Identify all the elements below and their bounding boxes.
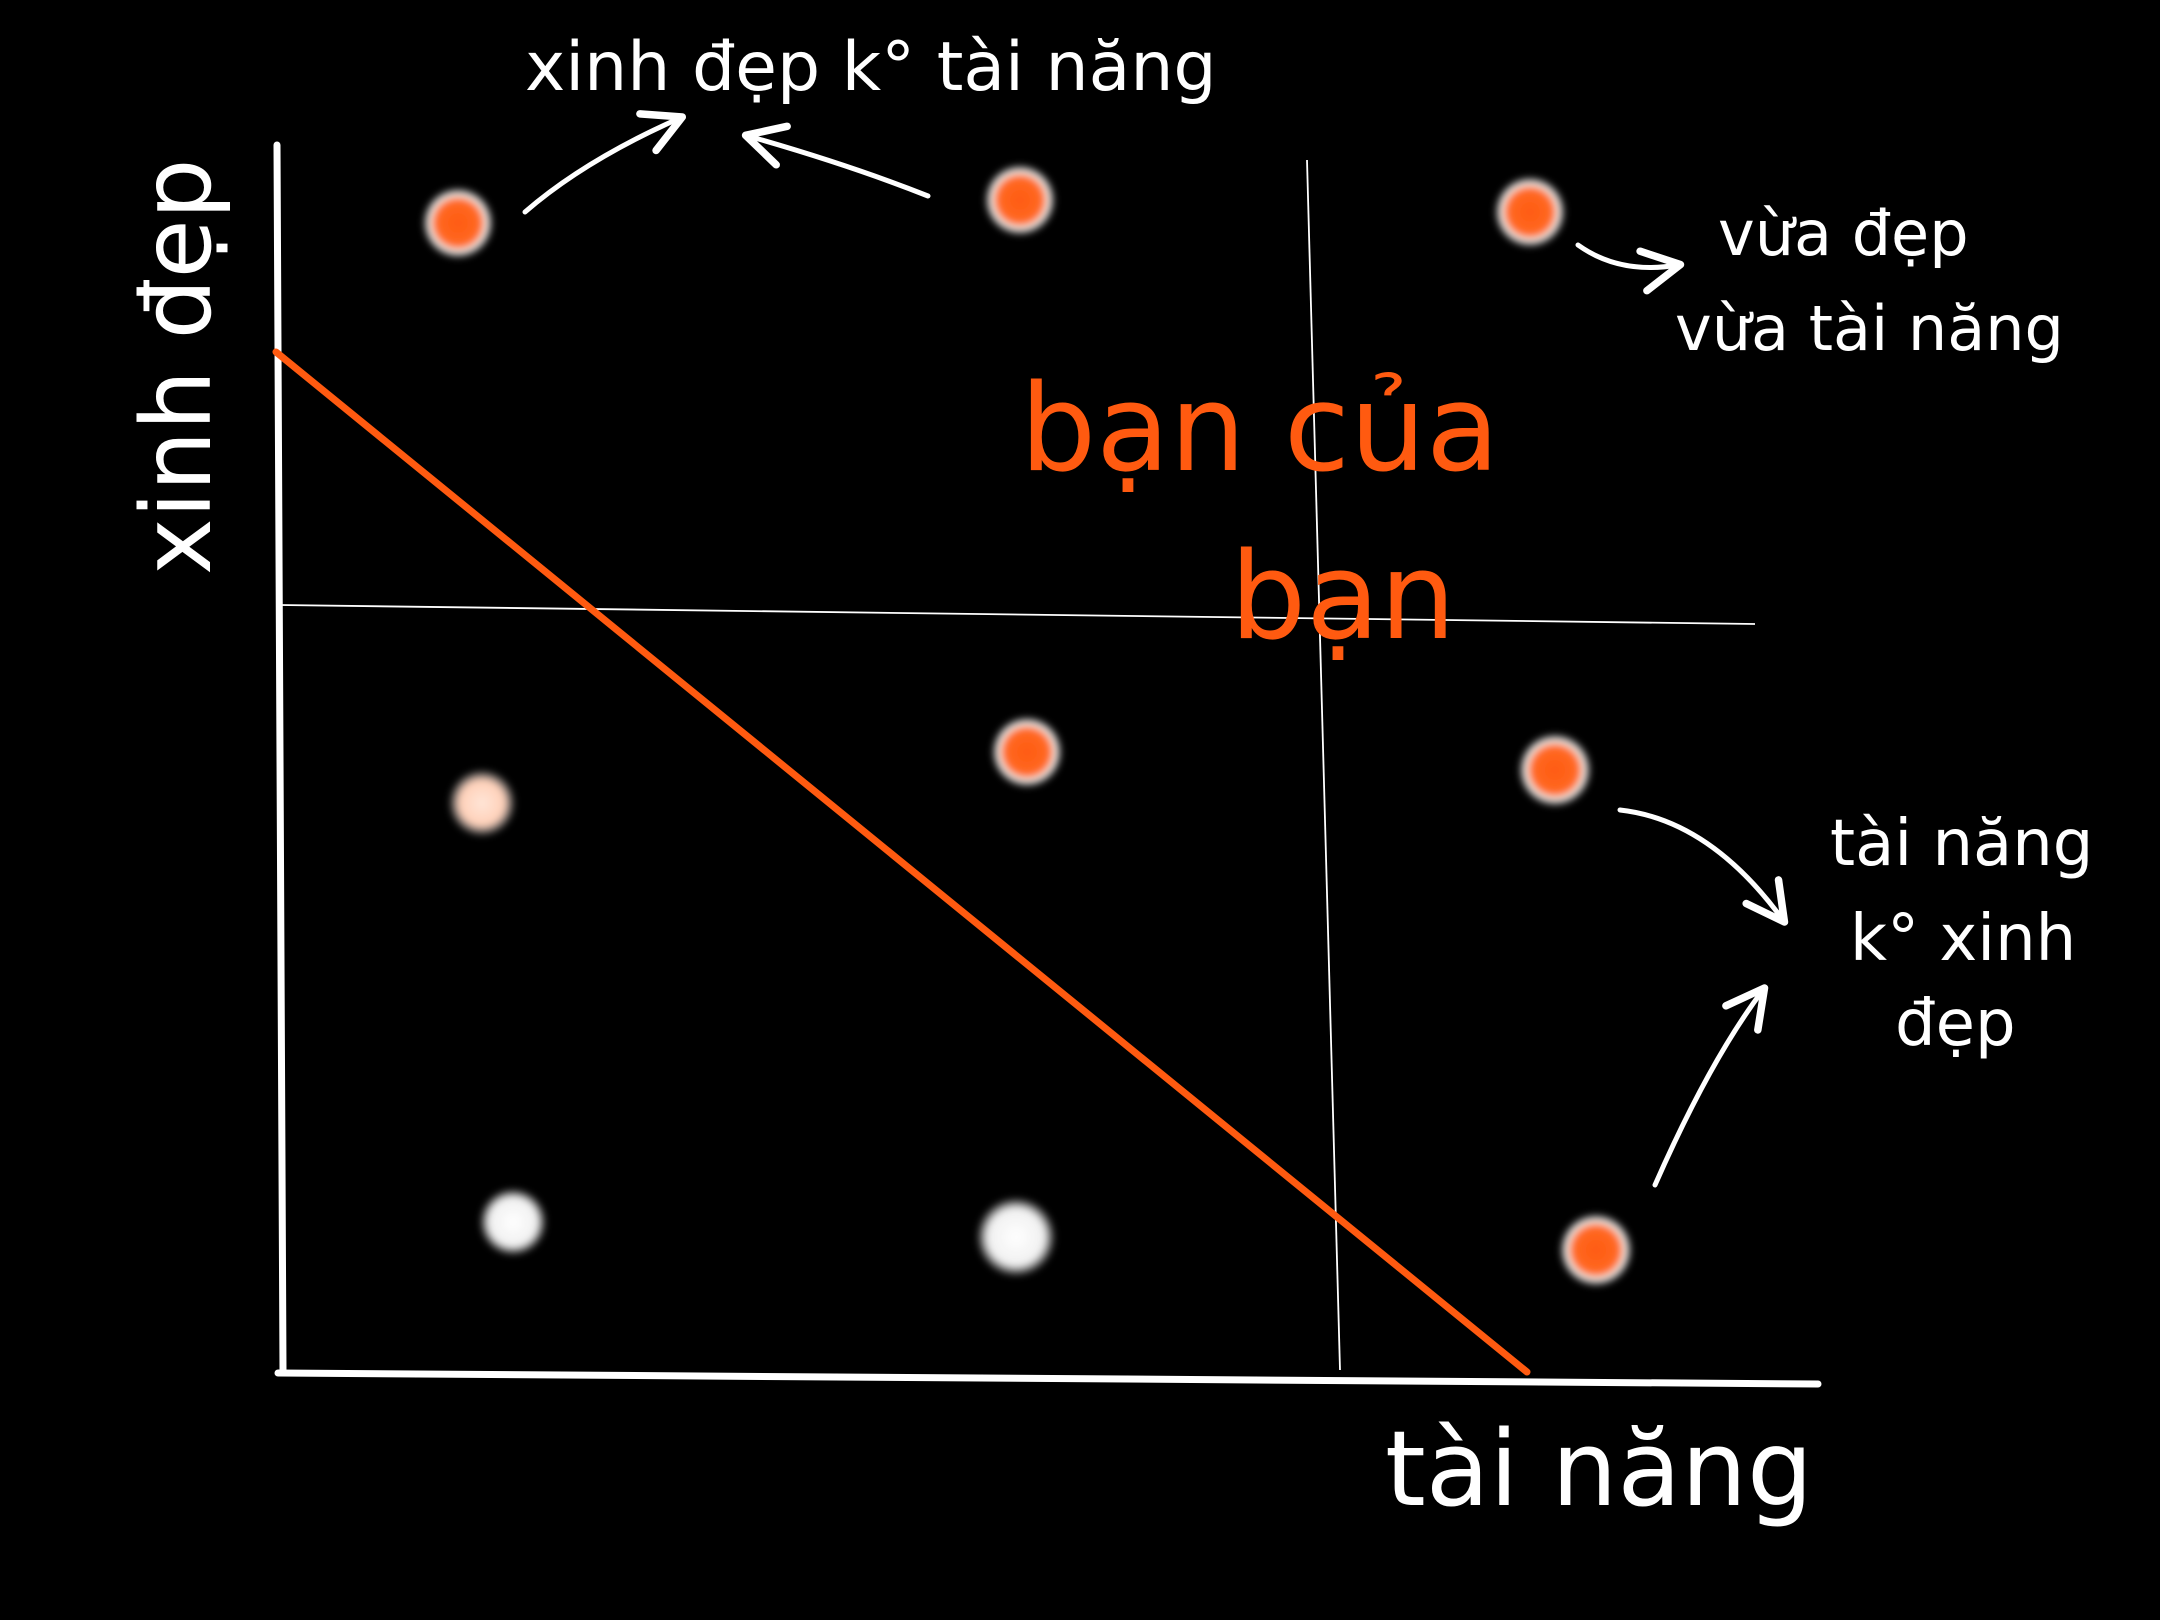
annotation-top-right-line1: vừa đẹp [1718, 197, 1969, 270]
arrow-top-middle [741, 122, 931, 199]
center-label-line2: bạn [1230, 528, 1456, 667]
arrow-middle-right [1617, 807, 1789, 926]
arrow-top-right [1575, 242, 1685, 295]
arrow-top-left [522, 110, 687, 215]
dot-middle-left [448, 769, 516, 837]
dot-bottom-middle [976, 1197, 1056, 1277]
dot-middle-right [1518, 733, 1592, 807]
horizontal-divider [279, 604, 1756, 625]
dots [422, 164, 1633, 1287]
dot-bottom-right [1559, 1213, 1633, 1287]
dot-top-left [422, 187, 494, 259]
x-axis-label: tài năng [1385, 1408, 1813, 1530]
dot-middle-middle [991, 716, 1063, 788]
dot-top-middle [984, 164, 1056, 236]
annotation-bottom-right-line2: k° xinh [1850, 902, 2076, 976]
x-axis [274, 1369, 1822, 1388]
annotation-top: xinh đẹp k° tài năng [525, 28, 1217, 107]
dot-bottom-left [479, 1188, 547, 1256]
diagonal-line [272, 348, 1531, 1376]
center-label-line1: bạn của [1020, 360, 1499, 499]
y-axis-label: xinh đẹp [121, 158, 233, 575]
annotation-bottom-right-line1: tài năng [1830, 807, 2093, 881]
dot-top-right [1494, 176, 1566, 248]
arrows [522, 110, 1789, 1188]
vertical-divider [1306, 159, 1341, 1371]
quadrant-dividers [279, 159, 1756, 1371]
arrow-bottom-right [1652, 984, 1769, 1188]
annotation-bottom-right-line3: đẹp [1895, 987, 2016, 1061]
annotation-top-right-line2: vừa tài năng [1675, 292, 2064, 365]
